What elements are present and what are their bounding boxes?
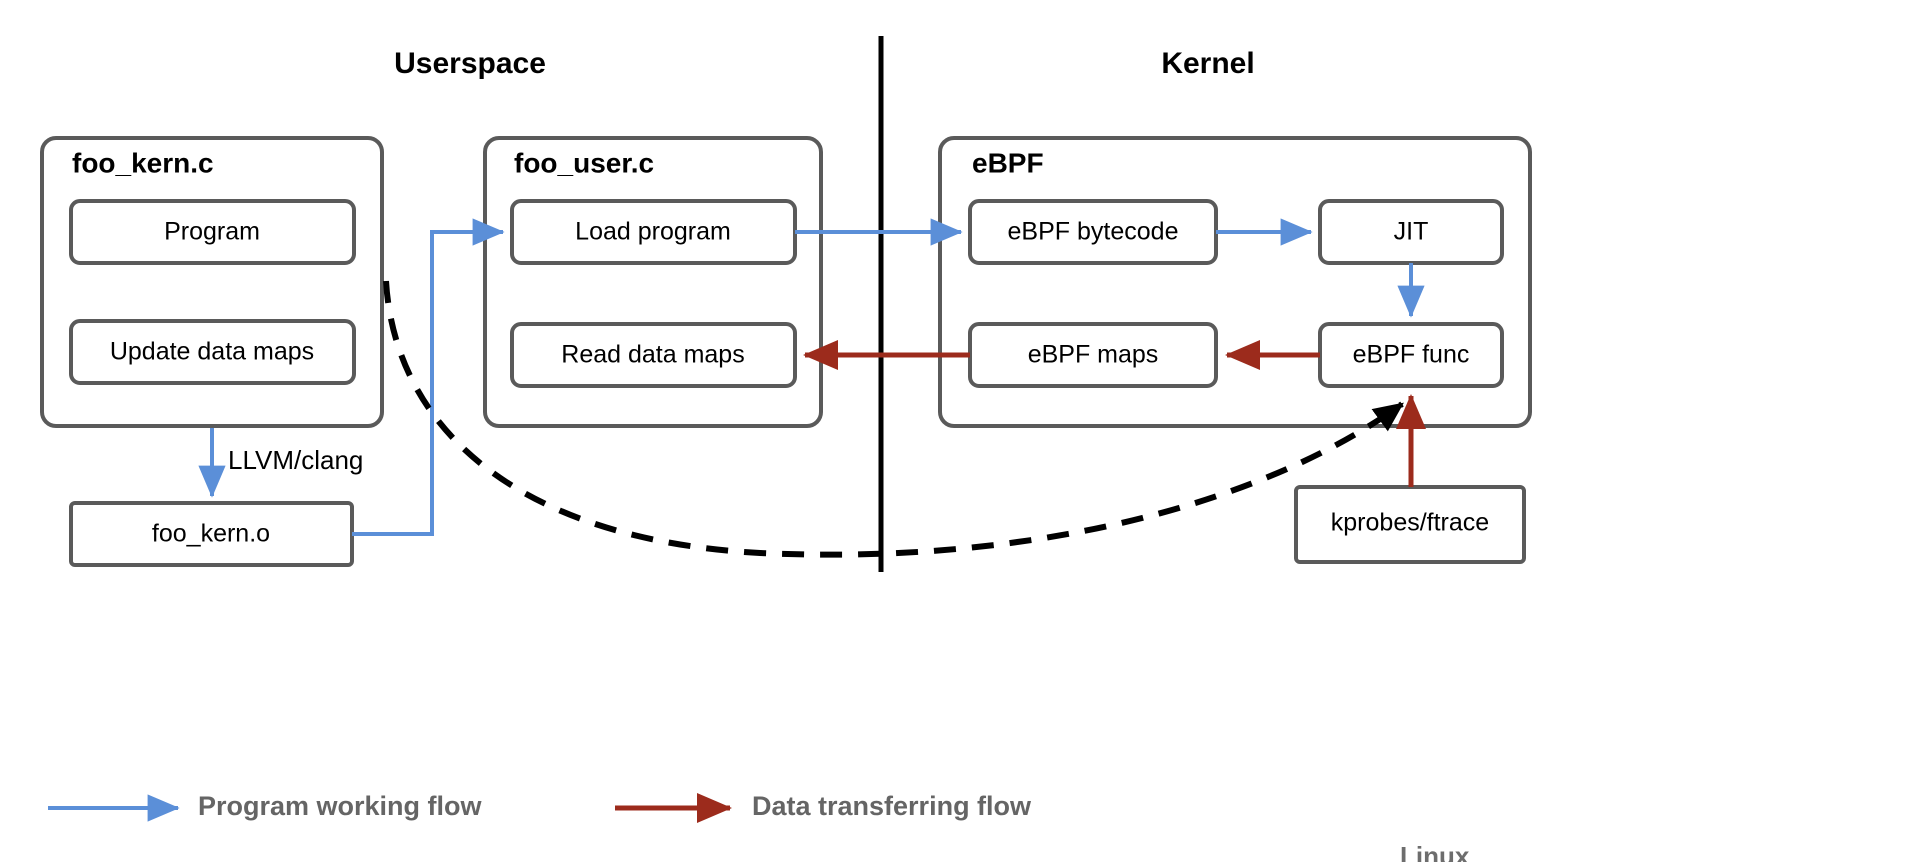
node-box-program bbox=[69, 199, 356, 265]
section-title-kernel: Kernel bbox=[1161, 47, 1254, 80]
node-label-ebpf-maps: eBPF maps bbox=[1028, 341, 1159, 369]
node-label-kprobes-ftrace: kprobes/ftrace bbox=[1331, 509, 1489, 537]
node-label-update-data-maps: Update data maps bbox=[110, 338, 314, 366]
node-label-foo-kern-o: foo_kern.o bbox=[152, 520, 270, 548]
footer-text: Linux bbox=[1400, 841, 1470, 862]
group-title-foo-kern-c: foo_kern.c bbox=[72, 147, 214, 178]
edge-label-llvm-clang: LLVM/clang bbox=[228, 445, 363, 475]
node-label-ebpf-bytecode: eBPF bytecode bbox=[1008, 218, 1179, 246]
group-title-foo-user-c: foo_user.c bbox=[514, 147, 654, 178]
section-title-userspace: Userspace bbox=[394, 47, 546, 80]
node-label-program: Program bbox=[164, 218, 260, 246]
node-label-ebpf-func: eBPF func bbox=[1353, 341, 1470, 369]
node-label-load-program: Load program bbox=[575, 218, 731, 246]
node-box-update-data-maps bbox=[69, 319, 356, 385]
group-title-ebpf: eBPF bbox=[972, 147, 1044, 178]
node-box-read-data-maps bbox=[510, 322, 797, 388]
edge-foo-kern-o-to-load-program bbox=[352, 218, 505, 536]
node-label-read-data-maps: Read data maps bbox=[561, 341, 744, 369]
legend-label-program-flow: Program working flow bbox=[198, 791, 483, 821]
legend-label-data-flow: Data transferring flow bbox=[752, 791, 1032, 821]
node-label-jit: JIT bbox=[1394, 218, 1429, 246]
